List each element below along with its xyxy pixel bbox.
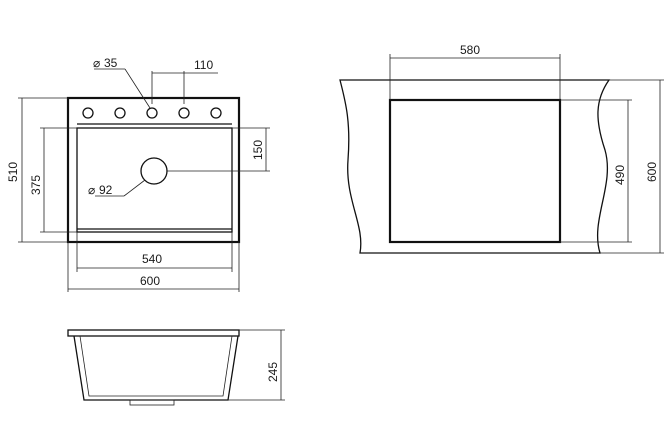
- sink-outer-outline: [66, 96, 241, 244]
- cutout-rect: [388, 98, 562, 244]
- hole-diameter-symbol: ⌀: [93, 56, 100, 70]
- cutout-view: 580 490 600: [339, 43, 664, 254]
- sink-bowl-side: [73, 335, 239, 401]
- drain-offset-label: 150: [251, 140, 265, 160]
- cutout-width-label: 580: [460, 43, 480, 57]
- hole-diameter-label: 35: [104, 56, 118, 70]
- sink-rim: [67, 329, 240, 337]
- tap-hole-2: [114, 107, 126, 119]
- outer-width-label: 600: [140, 274, 160, 288]
- sink-bowl-outline: [76, 127, 233, 233]
- inner-width-label: 540: [142, 252, 162, 266]
- bowl-height-label: 245: [266, 362, 280, 382]
- drain-diameter-label: 92: [99, 183, 113, 197]
- side-view: 245: [67, 329, 285, 406]
- tap-hole-5: [210, 107, 222, 119]
- inner-depth-label: 375: [29, 175, 43, 195]
- sink-bowl-inner: [79, 335, 233, 397]
- tap-hole-3: [146, 107, 158, 119]
- drain-diameter-symbol: ⌀: [88, 183, 95, 197]
- cabinet-depth-label: 600: [645, 162, 659, 182]
- drain-stub: [129, 399, 175, 406]
- cutout-depth-label: 490: [613, 165, 627, 185]
- countertop-outline: [339, 79, 611, 254]
- top-view: ⌀ 35 110 150 ⌀ 92 510 375 540: [6, 56, 270, 292]
- tap-hole-4: [178, 107, 190, 119]
- outer-depth-label: 510: [6, 162, 20, 182]
- hole-spacing-label: 110: [194, 58, 213, 72]
- tap-hole-1: [82, 107, 94, 119]
